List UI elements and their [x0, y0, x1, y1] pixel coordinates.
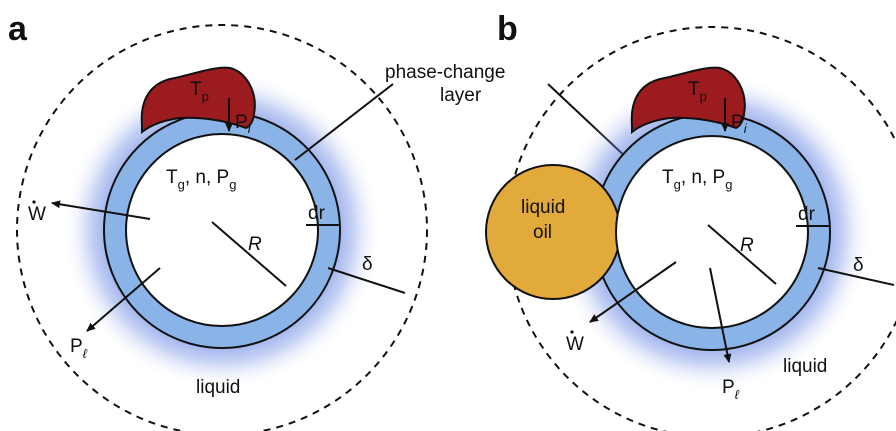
particle-temp-label-a: Tp [190, 79, 209, 104]
liquid-pressure-sub-a: ℓ [83, 346, 88, 361]
particle-temp-b: T [688, 79, 700, 100]
gas-temp-b: T [662, 167, 674, 188]
oil-label-line2-b: oil [533, 222, 552, 243]
boundary-thickness-line-b [817, 267, 895, 286]
medium-label-a: liquid [196, 377, 240, 398]
gas-core-b [615, 135, 809, 329]
oil-droplet-b [485, 164, 621, 300]
gas-state-label-a: Tg, n, Pg [166, 167, 236, 192]
inner-pressure-b: P [731, 112, 744, 133]
particle-temp-sub-b: p [700, 89, 707, 104]
work-label-a: W [28, 204, 46, 225]
phase-change-label-line1: phase-change [385, 62, 505, 83]
shell-thickness-label-b: dr [798, 204, 816, 225]
boundary-thickness-line-a [327, 267, 406, 294]
radius-label-a: R [248, 234, 262, 255]
inner-pressure-label-a: Pi [235, 112, 252, 136]
gas-pressure-a: P [217, 167, 230, 188]
inner-pressure-sub-b: i [744, 121, 748, 136]
liquid-pressure-label-a: Pℓ [70, 336, 88, 361]
phase-change-label-line2: layer [440, 85, 482, 106]
shell-thickness-label-a: dr [308, 203, 326, 224]
radius-line-b [707, 224, 777, 285]
inner-pressure-label-b: Pi [731, 112, 748, 136]
particle-temp-a: T [190, 79, 202, 100]
radius-label-b: R [740, 235, 754, 256]
panel-a: a Tp Pi Tg, n, Pg dr R δ W [8, 10, 428, 431]
gas-state-label-b: Tg, n, Pg [662, 167, 732, 192]
gas-temp-sub-a: g [178, 177, 185, 192]
particle-b [630, 66, 746, 135]
liquid-boundary-a [16, 24, 428, 431]
gas-temp-a: T [166, 167, 178, 188]
particle-temp-sub-a: p [202, 89, 209, 104]
medium-label-b: liquid [783, 356, 827, 377]
gas-pressure-sub-a: g [229, 177, 236, 192]
liquid-pressure-label-b: Pℓ [722, 377, 740, 402]
gas-moles-b: , n, [681, 167, 713, 188]
gas-temp-sub-b: g [674, 177, 681, 192]
phase-change-leader-a [294, 83, 394, 161]
liquid-pressure-a: P [70, 336, 83, 357]
boundary-thickness-label-b: δ [853, 255, 864, 276]
gas-pressure-sub-b: g [725, 177, 732, 192]
panel-b: b liquid oil Tp Pi Tg, n, Pg dr R [485, 10, 896, 431]
inner-pressure-a: P [235, 112, 248, 133]
liquid-pressure-sub-b: ℓ [735, 387, 740, 402]
oil-label-line1-b: liquid [521, 197, 565, 218]
liquid-pressure-arrow-a [86, 267, 161, 332]
gas-pressure-b: P [713, 167, 726, 188]
gas-moles-a: , n, [185, 167, 217, 188]
radius-line-a [211, 221, 287, 287]
work-arrow-a [51, 200, 151, 220]
work-label-b: W [566, 334, 584, 355]
particle-a [140, 66, 256, 135]
inner-pressure-sub-a: i [248, 121, 252, 136]
work-dot-a [32, 200, 36, 204]
panel-label-a: a [8, 10, 28, 48]
work-dot-b [570, 330, 574, 334]
panel-label-b: b [497, 10, 518, 48]
particle-temp-label-b: Tp [688, 79, 707, 104]
boundary-thickness-label-a: δ [362, 254, 373, 275]
liquid-pressure-b: P [722, 377, 735, 398]
liquid-pressure-arrow-b [709, 267, 732, 363]
work-arrow-b [589, 261, 677, 323]
